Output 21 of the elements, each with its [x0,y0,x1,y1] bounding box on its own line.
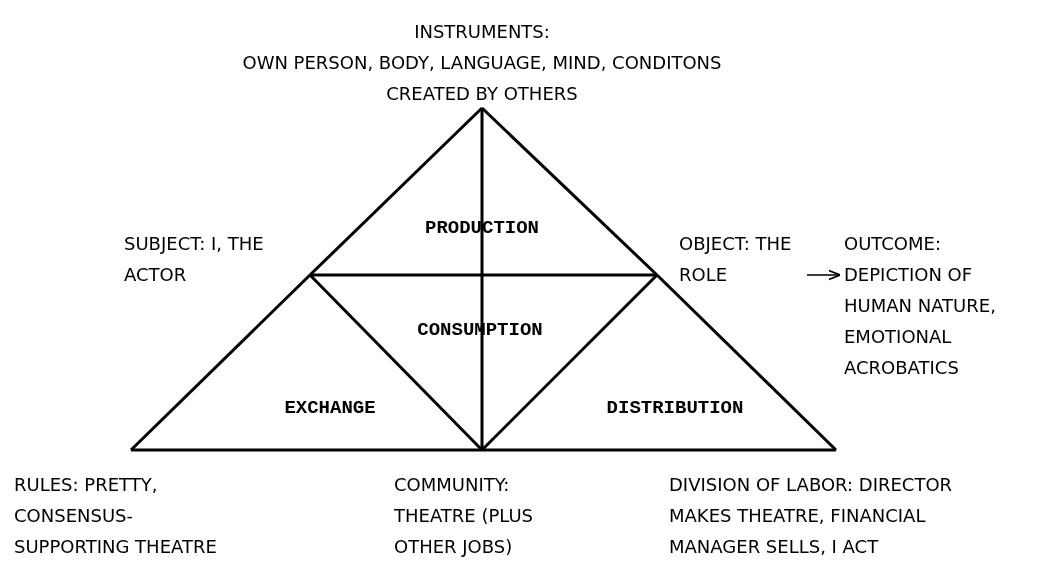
triangle-line [131,448,482,452]
corner-label: COMMUNITY: THEATRE (PLUS OTHER JOBS) [390,450,595,562]
region-label: EXCHANGE [284,397,376,419]
heading-text: INSTRUMENTS: [413,20,551,44]
triangle-line [480,108,484,450]
arrow [806,269,841,281]
corner-label: OUTCOME: DEPICTION OF HUMAN NATURE, EMOTIONAL ACROBATICS [840,228,1040,383]
triangle-line [129,273,312,452]
region-label: DISTRIBUTION [606,397,744,419]
triangle-line [308,106,484,277]
corner-label: RULES: PRETTY, CONSENSUS-SUPPORTING THEATRE [10,450,242,562]
triangle-line [310,273,657,277]
triangle-line [480,273,659,452]
corner-label: OBJECT: THE ROLE [657,228,807,290]
triangle-line [308,273,484,452]
corner-label: OWN PERSON, BODY, LANGUAGE, MIND, CONDITONS CREATED BY OTHERS [241,51,723,106]
corner-label: SUBJECT: I, THE ACTOR [120,228,310,290]
triangle-line [655,273,838,452]
triangle-line [482,448,836,452]
triangle-line [480,106,659,277]
corner-label: DIVISION OF LABOR: DIRECTOR MAKES THEATRE, FINANCIAL MANAGER SELLS, I ACT [665,450,990,580]
